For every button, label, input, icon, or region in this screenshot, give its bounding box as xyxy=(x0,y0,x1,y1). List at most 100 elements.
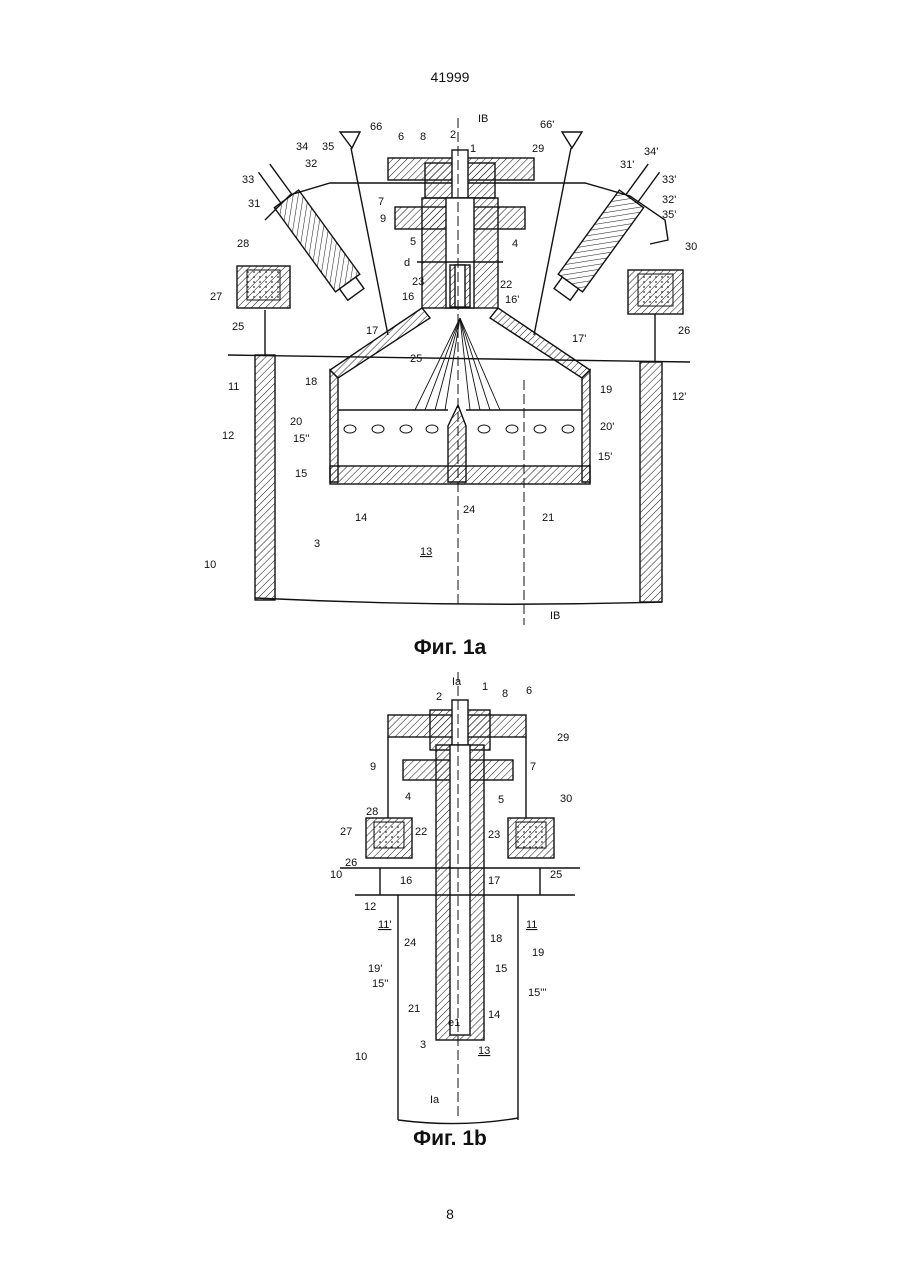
label: 34 xyxy=(296,141,308,153)
label: 20 xyxy=(290,416,302,428)
cone-wall-16 xyxy=(330,308,430,378)
label: Ia xyxy=(452,676,462,688)
label: 15'' xyxy=(293,433,309,445)
label: 10 xyxy=(204,559,216,571)
label: 16' xyxy=(505,294,519,306)
label: 25 xyxy=(410,353,422,365)
label: 4 xyxy=(405,791,411,803)
label: 11 xyxy=(228,381,239,393)
label: 30 xyxy=(685,241,697,253)
label: 19' xyxy=(368,963,382,975)
tube-66 xyxy=(351,148,388,335)
label: 29 xyxy=(557,732,569,744)
label: 18 xyxy=(305,376,317,388)
label: 11' xyxy=(378,919,392,931)
label: 1 xyxy=(482,681,488,693)
label: 27 xyxy=(340,826,352,838)
divider-24 xyxy=(448,405,466,482)
label: 5 xyxy=(410,236,416,248)
label: 12' xyxy=(672,391,686,403)
label: 15' xyxy=(598,451,612,463)
label: 28 xyxy=(237,238,249,250)
label: 12 xyxy=(222,430,234,442)
label: 4 xyxy=(512,238,518,250)
deck-25-26 xyxy=(228,355,690,362)
label: IB xyxy=(550,610,560,622)
label: Ia xyxy=(430,1094,440,1106)
label: 32 xyxy=(305,158,317,170)
funnel-66 xyxy=(340,132,360,148)
label: d xyxy=(404,257,410,269)
label: 22 xyxy=(500,279,512,291)
label: 3 xyxy=(420,1039,426,1051)
label: 3 xyxy=(314,538,320,550)
label: 24 xyxy=(404,937,416,949)
label: 13 xyxy=(420,546,432,558)
label: 15'' xyxy=(372,978,388,990)
label: 31' xyxy=(620,159,634,171)
label: 23 xyxy=(412,276,424,288)
figure-1b-caption: Фиг. 1b xyxy=(0,1127,900,1151)
label: 25 xyxy=(232,321,244,333)
figure-1b xyxy=(340,672,580,1124)
label: 19 xyxy=(600,384,612,396)
label: 30 xyxy=(560,793,572,805)
label: 7 xyxy=(378,196,384,208)
tube-66p xyxy=(534,148,571,335)
channel-2 xyxy=(452,150,468,198)
label: 6 xyxy=(526,685,532,697)
label: 15 xyxy=(495,963,507,975)
label: 66 xyxy=(370,121,382,133)
label: 21 xyxy=(542,512,554,524)
funnel-66p xyxy=(562,132,582,148)
label: 25 xyxy=(550,869,562,881)
wall-18 xyxy=(330,370,338,482)
label: 12 xyxy=(364,901,376,913)
label: 22 xyxy=(415,826,427,838)
label: 24 xyxy=(463,504,475,516)
label: 2 xyxy=(436,691,442,703)
label: 13 xyxy=(478,1045,490,1057)
label: 5 xyxy=(498,794,504,806)
label: 32' xyxy=(662,194,676,206)
label: 19 xyxy=(532,947,544,959)
label: 33 xyxy=(242,174,254,186)
figure-1a-caption: Фиг. 1a xyxy=(0,636,900,660)
label: 16 xyxy=(400,875,412,887)
label: 29 xyxy=(532,143,544,155)
label: 1 xyxy=(470,143,476,155)
label: 26 xyxy=(678,325,690,337)
label: 35' xyxy=(662,209,676,221)
label: 23 xyxy=(488,829,500,841)
label: 2 xyxy=(450,129,456,141)
label: IB xyxy=(478,113,488,125)
label: 66' xyxy=(540,119,554,131)
label: 26 xyxy=(345,857,357,869)
label: 17 xyxy=(488,875,500,887)
label: 6 xyxy=(398,131,404,143)
label: 18 xyxy=(490,933,502,945)
label: 16 xyxy=(402,291,414,303)
label: 33' xyxy=(662,174,676,186)
label: 17 xyxy=(366,325,378,337)
wall-19 xyxy=(582,370,590,482)
label: 34' xyxy=(644,146,658,158)
bore-5b xyxy=(450,745,470,1035)
label: 14 xyxy=(355,512,367,524)
label: 20' xyxy=(600,421,614,433)
label: 8 xyxy=(420,131,426,143)
label: 7 xyxy=(530,761,536,773)
label: 10 xyxy=(330,869,342,881)
label: 35 xyxy=(322,141,334,153)
label: 9 xyxy=(380,213,386,225)
label: 11 xyxy=(526,919,537,931)
figure-1a xyxy=(228,118,690,625)
label: 10 xyxy=(355,1051,367,1063)
label: 21 xyxy=(408,1003,420,1015)
label: 8 xyxy=(502,688,508,700)
furnace-wall-12p xyxy=(640,362,662,602)
furnace-wall-12 xyxy=(255,355,275,600)
label: 15 xyxy=(295,468,307,480)
label: 28 xyxy=(366,806,378,818)
label: 17' xyxy=(572,333,586,345)
